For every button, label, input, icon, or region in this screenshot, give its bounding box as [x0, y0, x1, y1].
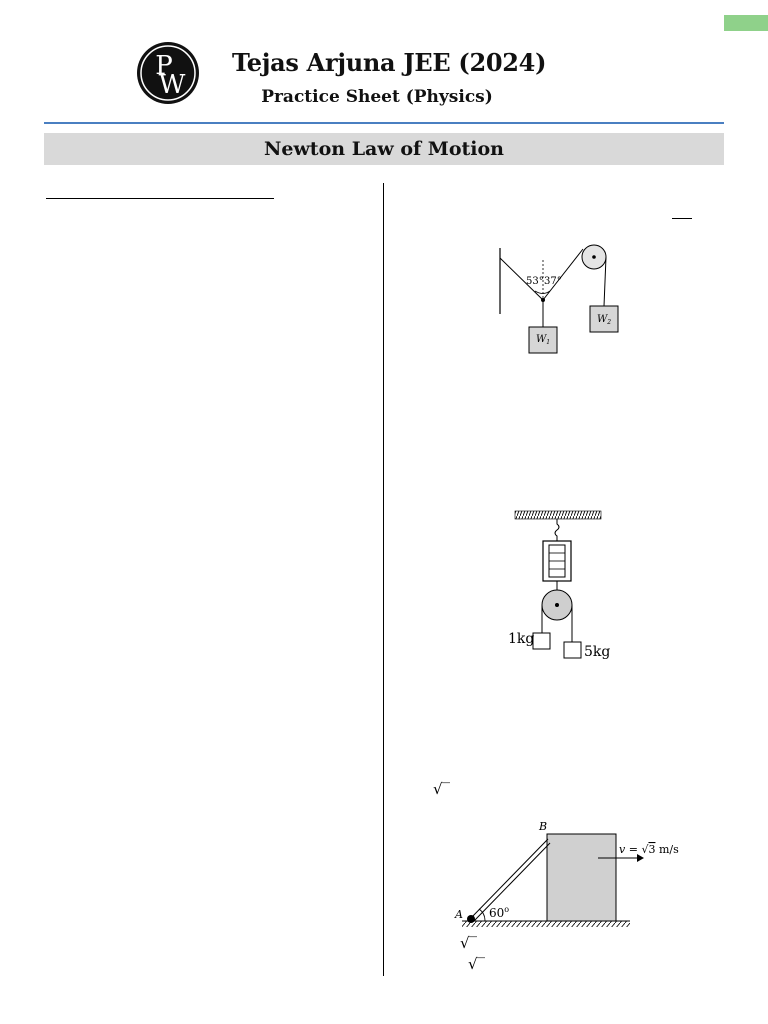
angle-arc: [478, 908, 486, 922]
block-w1: [528, 326, 558, 354]
mass-5kg: [563, 641, 582, 659]
svg-text:W2: W2: [597, 314, 611, 326]
svg-text:W: W: [159, 70, 186, 100]
figure-spring-pulley: [514, 510, 602, 659]
point-a-label: A: [454, 908, 463, 921]
svg-text:W1: W1: [536, 334, 550, 346]
hinge-a: [467, 915, 475, 923]
velocity-prefix: v =: [619, 843, 641, 856]
angle-left-label: 53°: [526, 276, 544, 287]
column-divider: [383, 183, 384, 976]
header-rule: [44, 122, 724, 124]
right-string: [542, 248, 584, 301]
angle-label: 60: [489, 906, 504, 920]
page-title: Tejas Arjuna JEE (2024): [232, 48, 547, 77]
angle-right-label: 37°: [544, 276, 562, 287]
mass-5kg-label: 5kg: [584, 644, 611, 660]
right-hanging-string: [603, 256, 607, 307]
svg-text:60o: 60o: [489, 905, 509, 920]
velocity-unit: m/s: [655, 843, 679, 856]
block-w1-label: W: [536, 334, 547, 345]
sqrt-symbol: √‾: [433, 780, 451, 798]
hook-spring: [554, 519, 560, 541]
svg-text:v = √3 m/s: v = √3 m/s: [619, 843, 679, 856]
angle-arc: [534, 290, 551, 294]
pulley-axle: [555, 603, 559, 607]
svg-text:P: P: [155, 51, 173, 81]
sqrt-symbol: √‾: [460, 934, 478, 952]
figure-pulley-angles: 53° 37° W1 W2: [499, 244, 619, 354]
block-w2-label: W: [597, 314, 608, 325]
block-w2: [589, 305, 619, 333]
ground-hatch: [462, 921, 630, 927]
page-subtitle: Practice Sheet (Physics): [261, 87, 493, 107]
block-w2-sub: 2: [606, 319, 611, 326]
mass-1kg: [532, 632, 551, 650]
ceiling-hatch: [514, 510, 602, 520]
rod-outer: [469, 838, 549, 920]
rod-inner: [473, 842, 551, 922]
sqrt-symbol: √‾: [468, 955, 486, 973]
block-w1-sub: 1: [546, 339, 550, 346]
moving-block: [546, 833, 617, 922]
left-column-underline: [46, 198, 274, 199]
section-heading: Newton Law of Motion: [44, 133, 724, 165]
pulley-axle: [592, 255, 596, 259]
point-b-label: B: [538, 820, 547, 833]
pw-logo: P W: [137, 42, 199, 104]
velocity-value: 3: [648, 843, 655, 856]
corner-tab: [724, 15, 768, 31]
figure-rod-block: A B 60o v = √3 m/s: [454, 820, 679, 927]
mass-1kg-label: 1kg: [508, 631, 535, 647]
left-string: [499, 257, 544, 301]
fraction-bar: [672, 218, 692, 219]
